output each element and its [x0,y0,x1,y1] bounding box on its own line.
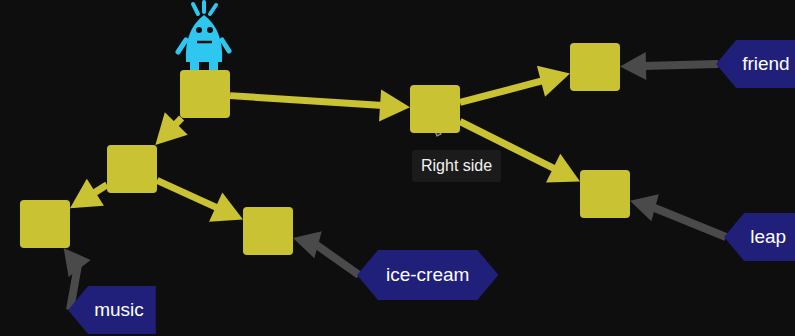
word-tag: friend [716,40,795,88]
pointer-arrow [293,231,359,275]
word-tag: ice-cream [357,250,498,300]
graph-square [243,207,293,255]
arrow-line [652,207,726,237]
arrow-line [157,180,218,208]
tag-word: friend [742,53,790,75]
arrow-head [537,66,570,97]
arrow-head [209,193,243,222]
arrow-head [64,248,91,277]
graph-arrow [460,66,570,103]
arrow-line [643,64,718,66]
graph-arrow [157,180,243,221]
graph-square [580,170,630,218]
graph-arrow [230,89,410,121]
tooltip-text: Right side [421,157,492,175]
arrow-line [230,96,383,106]
arrow-line [315,244,359,275]
tag-word: music [94,299,144,321]
graph-square [20,200,70,248]
tag-word: leap [750,226,786,248]
graph-square [410,85,460,133]
arrow-line [460,80,544,102]
tag-word: ice-cream [386,264,469,286]
graph-square [570,43,620,91]
pointer-arrow [630,194,726,237]
graph-square [107,145,157,193]
arrow-head [620,52,646,80]
arrow-head [70,179,104,209]
tooltip-box: Right side [412,150,501,182]
word-tag: leap [724,213,795,261]
graph-arrow [70,179,107,209]
word-tag: music [68,286,156,334]
arrow-head [630,194,659,221]
pointer-arrow [620,52,718,80]
graph-square [180,70,230,118]
arrow-head [379,89,410,121]
blue-character [178,2,229,70]
arrow-head [546,154,580,183]
arrow-head [293,231,322,258]
